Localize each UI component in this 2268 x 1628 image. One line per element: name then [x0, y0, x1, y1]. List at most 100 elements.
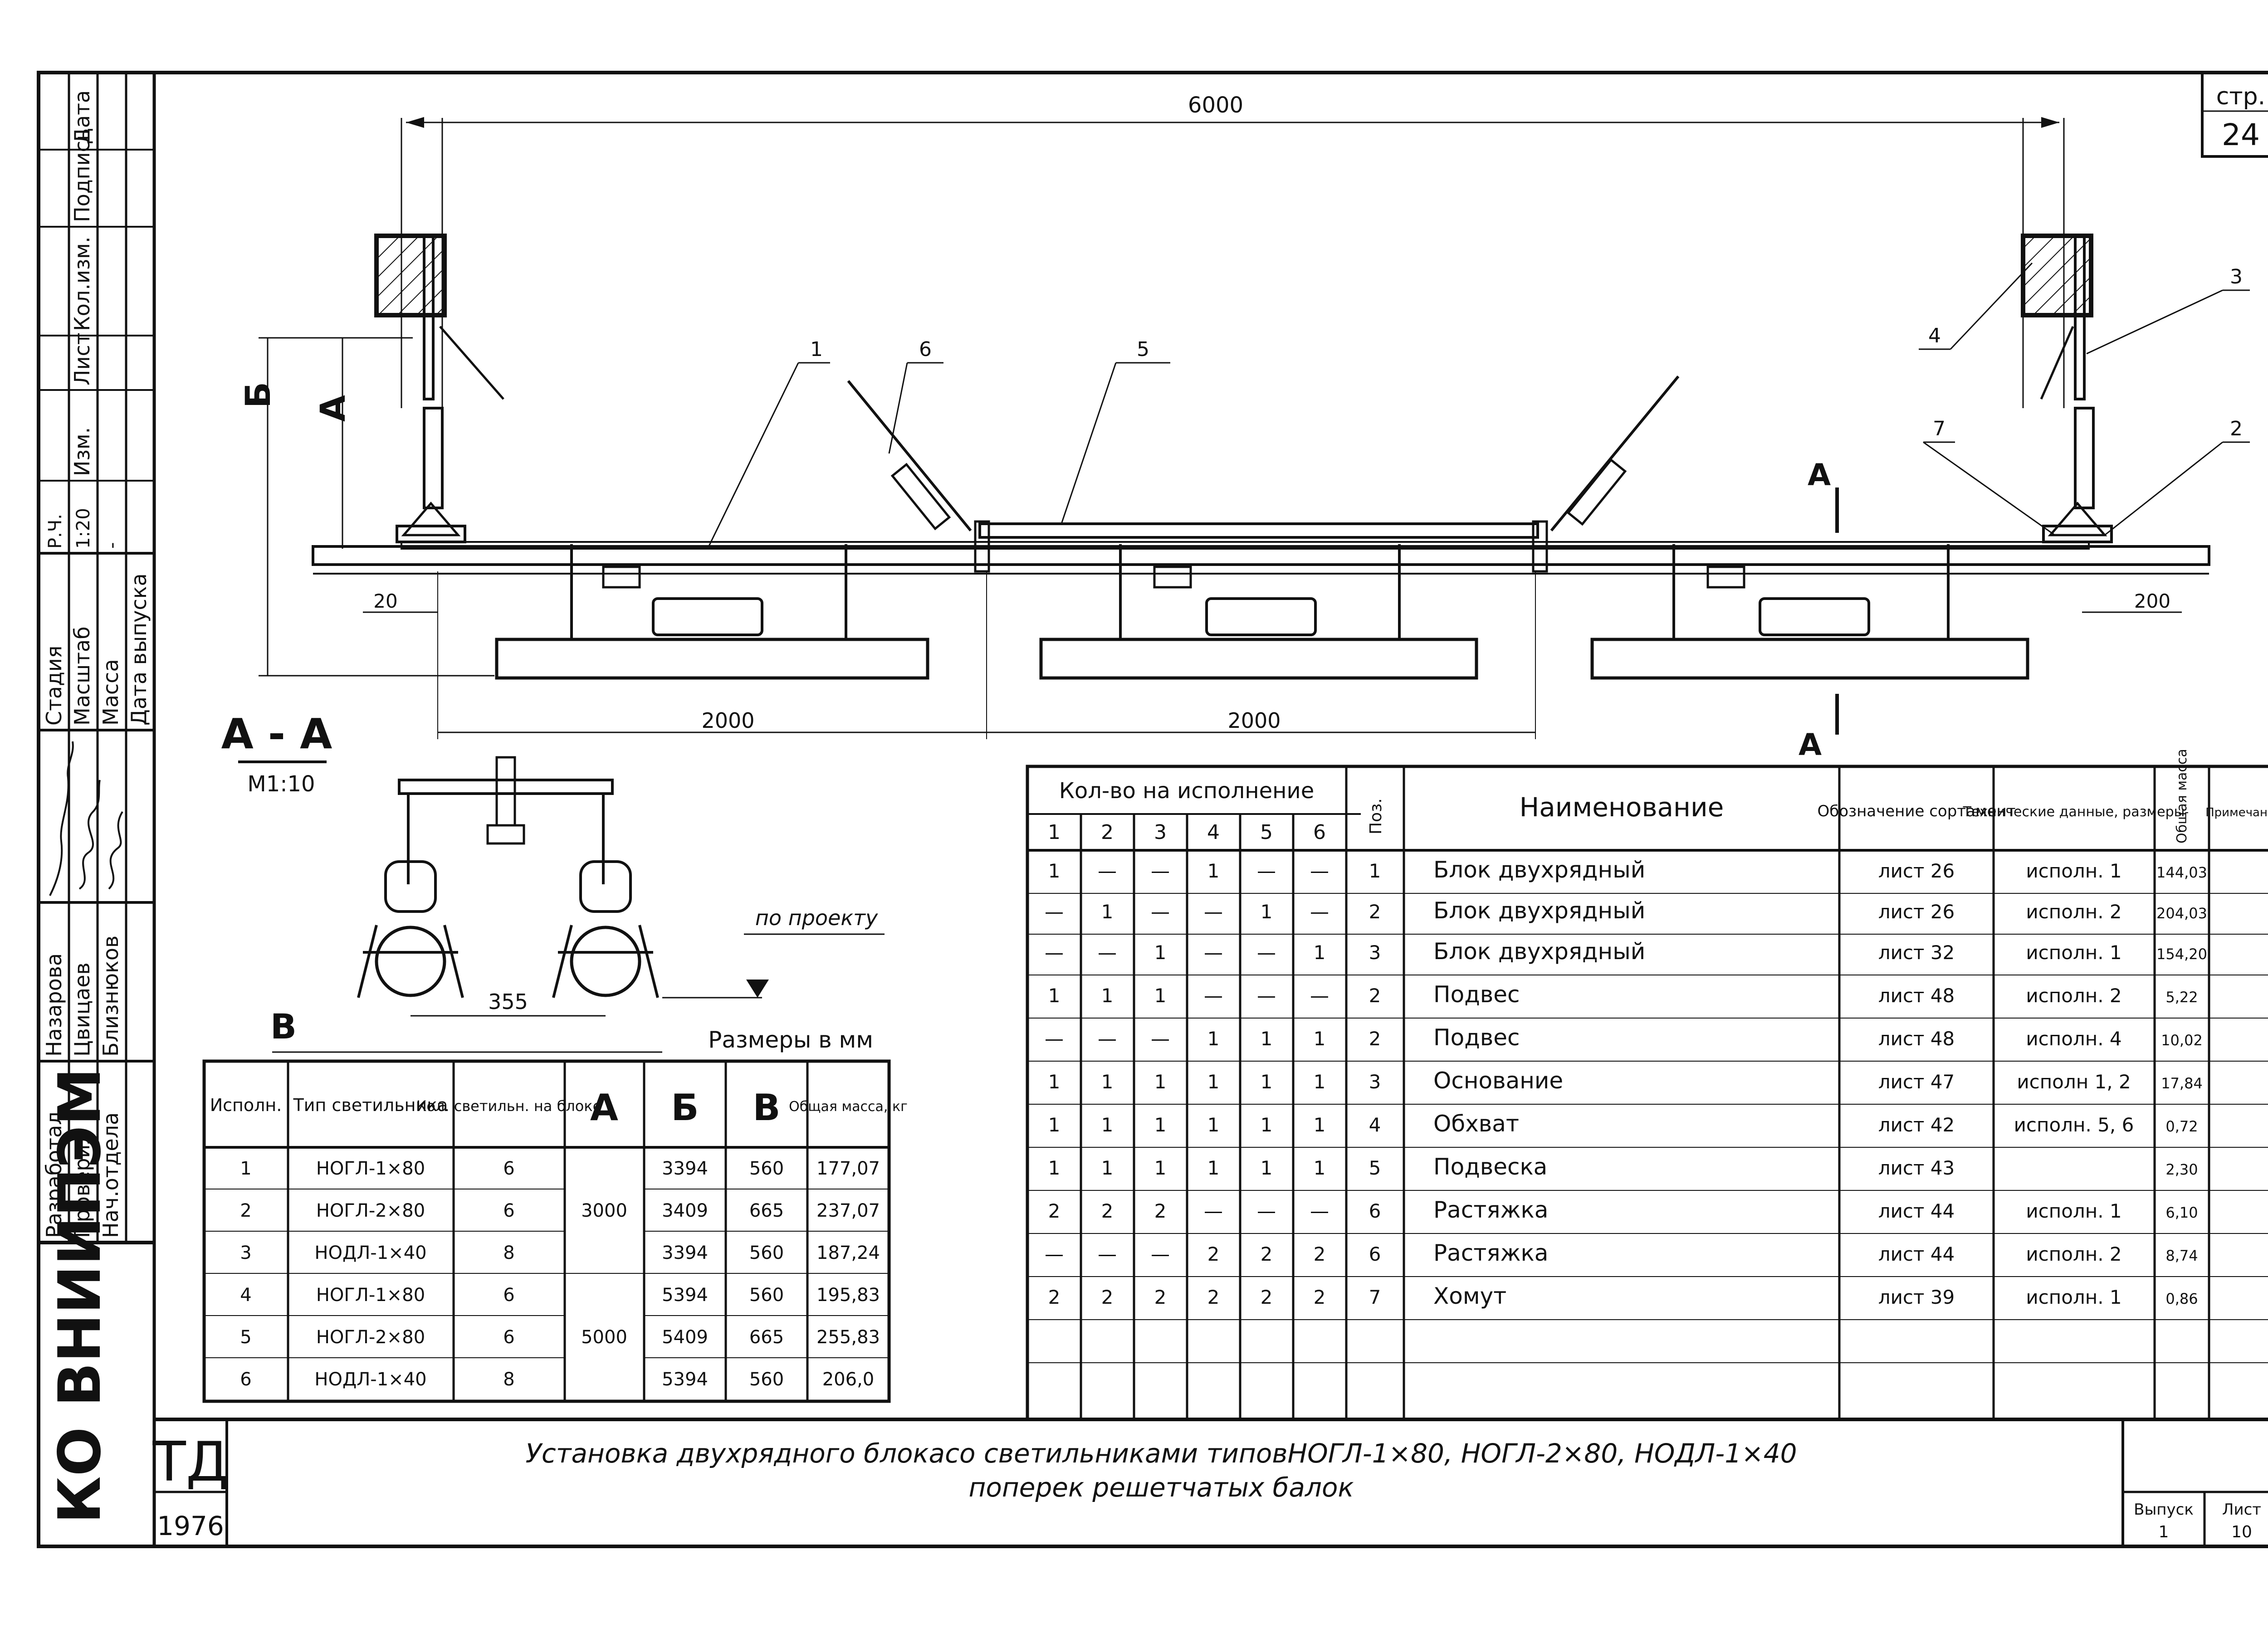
svg-text:Основание: Основание: [1433, 1067, 1563, 1094]
spec-pos-header: Поз.: [1367, 798, 1385, 834]
svg-text:1: 1: [1101, 985, 1114, 1007]
svg-text:лист 44: лист 44: [1878, 1200, 1955, 1222]
th-A: А: [590, 1087, 618, 1129]
svg-text:2: 2: [1101, 1286, 1114, 1308]
svg-text:1: 1: [1314, 1071, 1326, 1093]
luminaire-3: [1590, 544, 2029, 680]
svg-text:—: —: [1204, 1200, 1223, 1222]
svg-text:2: 2: [1314, 1286, 1326, 1308]
svg-text:Подвеска: Подвеска: [1433, 1154, 1547, 1180]
svg-text:2: 2: [1369, 985, 1381, 1007]
svg-text:2: 2: [1048, 1200, 1061, 1222]
signature-developer: [49, 741, 74, 896]
rev-header-sign: Подпись: [70, 128, 94, 222]
svg-text:—: —: [1045, 901, 1064, 923]
svg-text:Блок двухрядный: Блок двухрядный: [1433, 857, 1645, 883]
spec-row: —1——1— 2 Блок двухрядный лист 26 исполн.…: [1045, 897, 2207, 924]
svg-text:2: 2: [1101, 1200, 1114, 1222]
svg-text:1: 1: [1207, 1157, 1220, 1179]
svg-text:1: 1: [1154, 941, 1167, 964]
svg-text:0,86: 0,86: [2165, 1290, 2198, 1307]
stage-label: Стадия: [42, 646, 66, 726]
svg-text:2: 2: [1154, 1286, 1167, 1308]
callout-3: 3: [2230, 265, 2243, 288]
svg-text:5,22: 5,22: [2165, 989, 2198, 1006]
svg-text:—: —: [1310, 860, 1329, 882]
main-view: 6000: [238, 93, 2250, 762]
svg-text:1: 1: [1154, 1114, 1167, 1136]
issue-label: Выпуск: [2134, 1501, 2194, 1519]
r5-v: 665: [749, 1327, 784, 1348]
r5-mass: 255,83: [816, 1327, 880, 1348]
r1-n: 1: [240, 1158, 251, 1179]
svg-text:лист 26: лист 26: [1878, 901, 1955, 923]
scale-value: 1:20: [73, 508, 94, 549]
r3-v: 560: [749, 1243, 784, 1263]
right-column: [2021, 118, 2113, 543]
svg-text:2: 2: [1314, 1243, 1326, 1265]
variant-4: 4: [1207, 821, 1220, 844]
r3-type: НОДЛ-1×40: [314, 1243, 426, 1263]
r5-type: НОГЛ-2×80: [316, 1327, 425, 1348]
svg-text:3: 3: [1369, 941, 1381, 964]
svg-text:исполн. 2: исполн. 2: [2026, 985, 2121, 1007]
svg-text:исполн. 2: исполн. 2: [2026, 901, 2121, 923]
svg-text:лист 48: лист 48: [1878, 1028, 1955, 1050]
svg-text:Хомут: Хомут: [1433, 1283, 1506, 1309]
issue-value: 1: [2159, 1523, 2169, 1541]
svg-text:Растяжка: Растяжка: [1433, 1197, 1548, 1223]
spec-row: ——1——1 3 Блок двухрядный лист 32 исполн.…: [1045, 938, 2207, 965]
svg-text:лист 42: лист 42: [1878, 1114, 1955, 1136]
r6-type: НОДЛ-1×40: [314, 1369, 426, 1390]
svg-text:исполн. 1: исполн. 1: [2026, 1200, 2121, 1222]
svg-text:1: 1: [1048, 985, 1061, 1007]
rev-header-sheet: Лист: [70, 332, 94, 385]
role-developer: Разработал: [42, 1111, 66, 1238]
section-by-project: по проекту: [755, 906, 878, 930]
svg-text:—: —: [1045, 941, 1064, 964]
svg-text:1: 1: [1261, 901, 1273, 923]
svg-text:Растяжка: Растяжка: [1433, 1240, 1548, 1266]
label-A: А: [313, 395, 353, 422]
luminaire-1: [495, 544, 929, 680]
th-V: В: [753, 1087, 781, 1129]
doc-year: 1976: [157, 1511, 224, 1541]
callout-5: 5: [1137, 338, 1149, 361]
r4-v: 560: [749, 1285, 784, 1306]
section-label-V: В: [270, 1006, 297, 1047]
svg-text:—: —: [1310, 985, 1329, 1007]
svg-text:1: 1: [1048, 1114, 1061, 1136]
svg-text:исполн. 5, 6: исполн. 5, 6: [2014, 1114, 2134, 1136]
page-label: стр.: [2216, 83, 2265, 110]
role-checker: Проверил: [70, 1131, 94, 1238]
callout-1: 1: [810, 338, 823, 361]
svg-text:0,72: 0,72: [2165, 1118, 2198, 1135]
svg-text:1: 1: [1314, 1028, 1326, 1050]
svg-text:1: 1: [1314, 1114, 1326, 1136]
svg-text:Подвес: Подвес: [1433, 1024, 1520, 1051]
dim-right-offset: 200: [2134, 590, 2170, 612]
section-mark-bottom: А: [1799, 727, 1822, 762]
r3-qty: 8: [503, 1243, 514, 1263]
name-head: Близнюков: [98, 936, 123, 1057]
svg-text:—: —: [1151, 901, 1170, 923]
svg-text:—: —: [1257, 860, 1276, 882]
variant-1: 1: [1048, 821, 1061, 844]
svg-text:Обхват: Обхват: [1433, 1111, 1519, 1137]
callout-7: 7: [1933, 417, 1945, 440]
svg-text:—: —: [1257, 941, 1276, 964]
name-developer: Назарова: [42, 953, 66, 1057]
svg-text:исполн. 1: исполн. 1: [2026, 860, 2121, 882]
svg-text:исполн. 2: исполн. 2: [2026, 1243, 2121, 1265]
release-date-label: Дата выпуска: [127, 573, 151, 726]
spec-table: Кол-во на исполнение 1 2 3 4 5 6 Поз. На…: [1026, 749, 2268, 1421]
svg-text:исполн. 4: исполн. 4: [2026, 1028, 2121, 1050]
variant-5: 5: [1260, 821, 1273, 844]
variant-3: 3: [1154, 821, 1167, 844]
svg-text:7: 7: [1369, 1286, 1381, 1308]
page-number: 24: [2222, 117, 2260, 152]
svg-text:1: 1: [1261, 1157, 1273, 1179]
r1-b: 3394: [662, 1158, 708, 1179]
